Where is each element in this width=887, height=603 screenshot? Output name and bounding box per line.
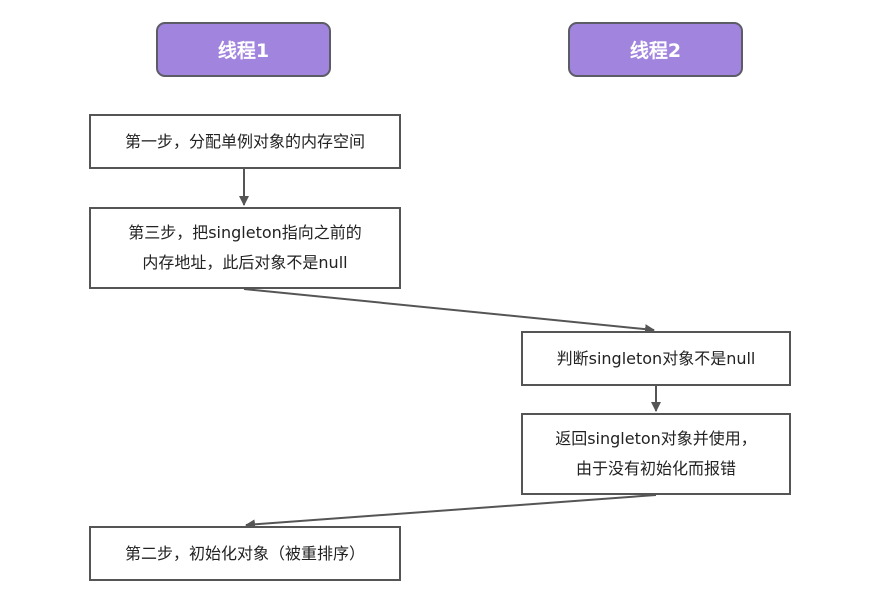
thread2-header: 线程2 bbox=[568, 22, 743, 77]
step1-label: 第一步，分配单例对象的内存空间 bbox=[124, 131, 365, 151]
return-label-line2: 由于没有初始化而报错 bbox=[575, 459, 736, 478]
step2-label: 第二步，初始化对象（被重排序） bbox=[124, 543, 365, 563]
thread2-label: 线程2 bbox=[629, 40, 682, 62]
check-box: 判断singleton对象不是null bbox=[521, 331, 791, 386]
check-label: 判断singleton对象不是null bbox=[556, 348, 756, 368]
step3-label-line1: 第三步，把singleton指向之前的 bbox=[128, 223, 362, 242]
step1-box: 第一步，分配单例对象的内存空间 bbox=[89, 114, 401, 169]
step3-label-line2: 内存地址，此后对象不是null bbox=[142, 253, 348, 272]
return-box: 返回singleton对象并使用， 由于没有初始化而报错 bbox=[521, 413, 791, 495]
arrow-step3-to-check bbox=[243, 288, 655, 335]
arrow-return-to-step2 bbox=[245, 494, 657, 530]
thread1-label: 线程1 bbox=[217, 40, 270, 62]
step3-box: 第三步，把singleton指向之前的 内存地址，此后对象不是null bbox=[89, 207, 401, 289]
return-label-line1: 返回singleton对象并使用， bbox=[555, 429, 757, 448]
thread1-header: 线程1 bbox=[156, 22, 331, 77]
step2-box: 第二步，初始化对象（被重排序） bbox=[89, 526, 401, 581]
